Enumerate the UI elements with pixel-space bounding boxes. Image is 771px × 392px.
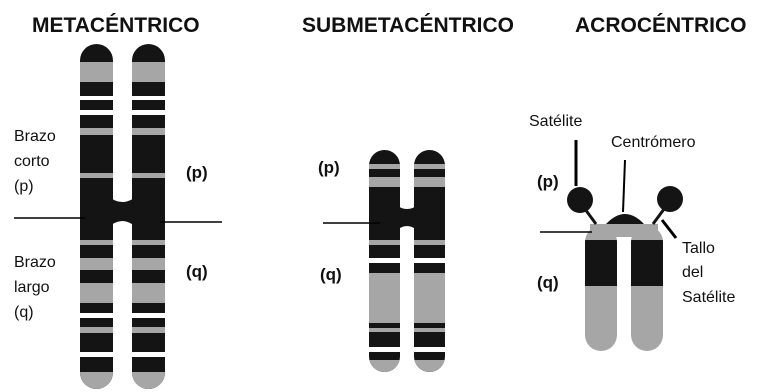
acrocentric-centromere — [606, 214, 644, 224]
submetacentric-chromatid-right — [414, 150, 445, 372]
acrocentric-satellite-right — [657, 186, 683, 212]
svg-text:Satélite: Satélite — [682, 289, 735, 306]
submetacentric-p-marker: (p) — [318, 158, 340, 177]
acrocentric-q-marker: (q) — [537, 273, 559, 292]
svg-text:largo: largo — [14, 279, 50, 296]
centromere-label: Centrómero — [611, 134, 696, 151]
stalk-pointer-line — [660, 219, 678, 239]
metacentric-long-arm-label: Brazo largo (q) — [14, 254, 56, 321]
stalk-label: Tallo del Satélite — [682, 240, 735, 306]
metacentric-p-marker: (p) — [186, 163, 208, 182]
submetacentric-chromatid-left — [369, 150, 400, 372]
acrocentric-chromatid-left — [585, 226, 617, 351]
acrocentric-p-marker: (p) — [537, 172, 559, 191]
submetacentric-centromere — [395, 204, 419, 232]
svg-text:Tallo: Tallo — [682, 240, 715, 257]
submetacentric-q-marker: (q) — [320, 265, 342, 284]
acrocentric-centromere-region — [590, 224, 658, 237]
svg-text:corto: corto — [14, 153, 50, 170]
acrocentric-chromosome — [567, 186, 683, 351]
svg-text:(p): (p) — [14, 178, 34, 195]
svg-text:(q): (q) — [14, 304, 34, 321]
acrocentric-chromatid-right — [631, 226, 663, 351]
metacentric-q-marker: (q) — [186, 262, 208, 281]
metacentric-short-arm-label: Brazo corto (p) — [14, 128, 56, 195]
svg-text:Brazo: Brazo — [14, 254, 56, 271]
title-acrocentric: ACROCÉNTRICO — [575, 14, 747, 37]
satellite-label: Satélite — [529, 113, 582, 130]
centromere-pointer-line — [622, 159, 626, 213]
svg-text:Brazo: Brazo — [14, 128, 56, 145]
metacentric-chromosome — [80, 44, 165, 389]
metacentric-centromere — [108, 196, 137, 228]
metacentric-chromatid-right — [132, 44, 165, 389]
submetacentric-chromosome — [369, 150, 445, 372]
metacentric-chromatid-left — [80, 44, 113, 389]
title-submetacentric: SUBMETACÉNTRICO — [302, 14, 514, 37]
title-metacentric: METACÉNTRICO — [32, 14, 200, 37]
acrocentric-satellite-left — [567, 187, 593, 213]
svg-text:del: del — [682, 264, 703, 281]
